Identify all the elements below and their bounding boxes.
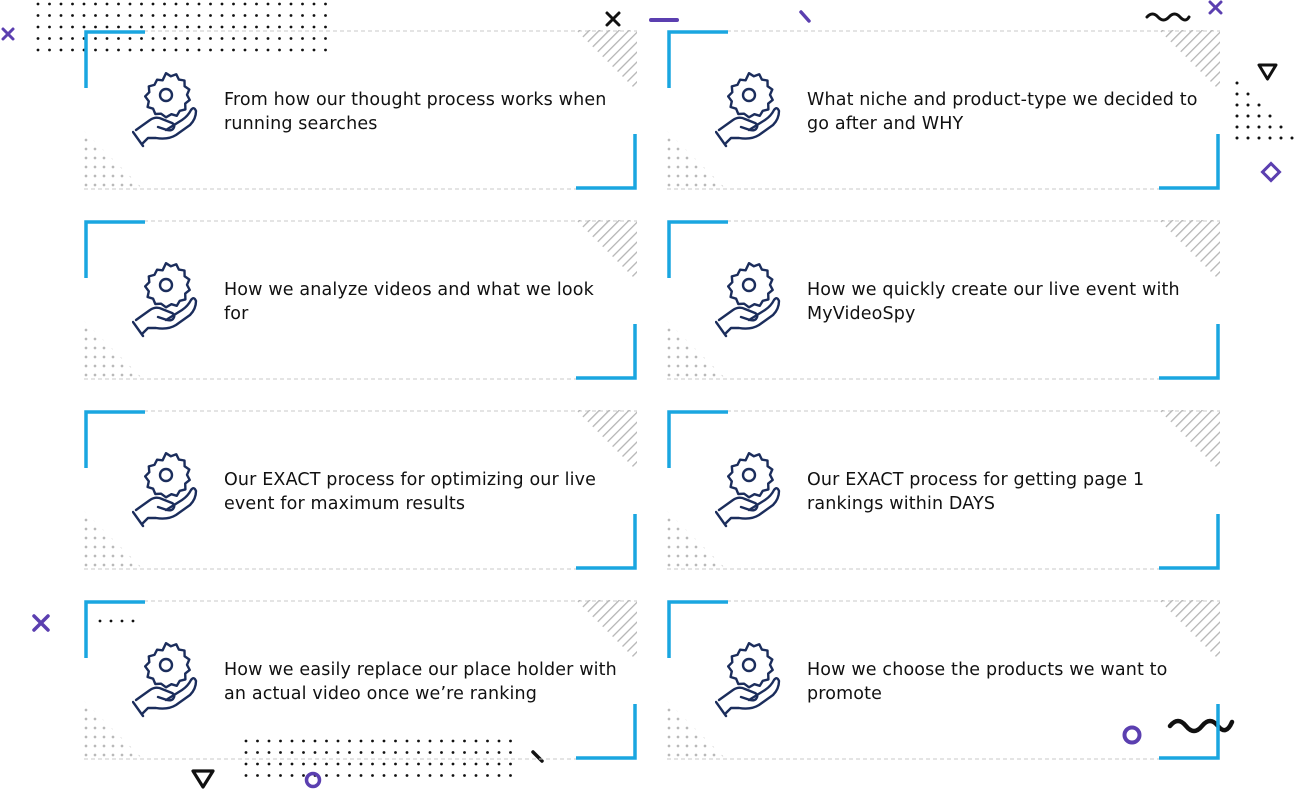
dot-grid-bottom	[244, 739, 520, 783]
card-text: How we analyze videos and what we look f…	[224, 280, 594, 324]
card-frame	[84, 220, 637, 380]
gear-hand-icon	[132, 452, 200, 528]
black-squiggle-icon	[1167, 718, 1235, 734]
card-text: From how our thought process works when …	[224, 90, 607, 134]
card-text: Our EXACT process for optimizing our liv…	[224, 470, 597, 514]
gear-hand-icon	[715, 262, 783, 338]
card-text: How we easily replace our place holder w…	[224, 660, 617, 704]
card-frame	[667, 220, 1220, 380]
purple-cross-icon	[1208, 0, 1223, 15]
gear-hand-icon	[715, 452, 783, 528]
card-text: How we quickly create our live event wit…	[807, 280, 1180, 324]
card-frame	[667, 30, 1220, 190]
card-frame	[667, 410, 1220, 570]
purple-dash-icon	[649, 18, 679, 22]
feature-card: Our EXACT process for optimizing our liv…	[84, 410, 637, 570]
purple-cross-icon	[1, 27, 15, 41]
card-text: Our EXACT process for getting page 1 ran…	[807, 470, 1145, 514]
feature-card: From how our thought process works when …	[84, 30, 637, 190]
black-squiggle-icon	[1145, 12, 1191, 22]
card-frame	[84, 600, 637, 760]
purple-slash-icon	[799, 10, 811, 23]
triangle-icon	[1257, 63, 1278, 81]
feature-card: How we quickly create our live event wit…	[667, 220, 1220, 380]
purple-ring-icon	[304, 771, 322, 789]
feature-card: What niche and product-type we decided t…	[667, 30, 1220, 190]
card-frame	[84, 30, 637, 190]
gear-hand-icon	[132, 262, 200, 338]
feature-card: Our EXACT process for getting page 1 ran…	[667, 410, 1220, 570]
dot-row-bottom-left	[98, 619, 135, 623]
black-cross-icon	[605, 11, 621, 27]
card-frame	[667, 600, 1220, 760]
feature-card: How we analyze videos and what we look f…	[84, 220, 637, 380]
purple-cross-icon	[32, 614, 50, 632]
gear-hand-icon	[715, 72, 783, 148]
gear-hand-icon	[715, 642, 783, 718]
triangle-icon	[191, 769, 215, 789]
card-text: How we choose the products we want to pr…	[807, 660, 1168, 704]
feature-card: How we choose the products we want to pr…	[667, 600, 1220, 760]
card-frame	[84, 410, 637, 570]
gear-hand-icon	[132, 72, 200, 148]
dot-triangle-right	[1235, 81, 1294, 140]
gear-hand-icon	[132, 642, 200, 718]
card-text: What niche and product-type we decided t…	[807, 90, 1198, 134]
feature-card: How we easily replace our place holder w…	[84, 600, 637, 760]
purple-ring-icon	[1122, 725, 1142, 745]
purple-diamond-icon	[1260, 161, 1282, 183]
